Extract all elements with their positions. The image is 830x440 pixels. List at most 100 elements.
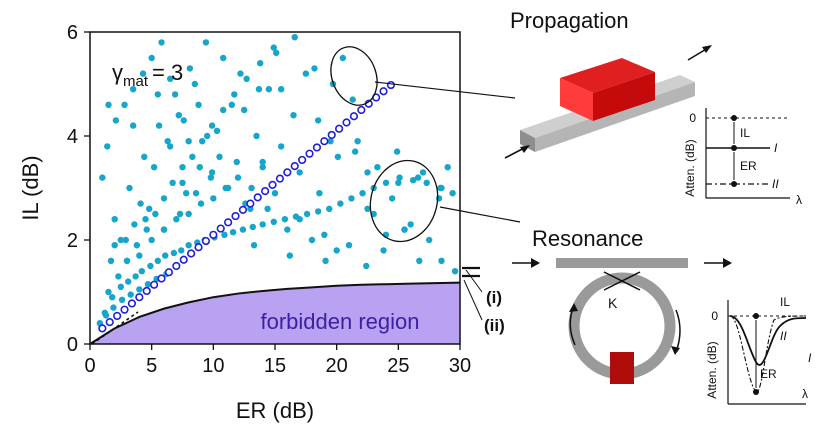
scatter-point-filled	[139, 70, 147, 77]
scatter-point-filled	[349, 96, 356, 103]
scatter-point-filled	[142, 216, 149, 223]
scatter-point-filled	[233, 158, 240, 166]
scatter-point-filled	[270, 44, 277, 51]
scatter-point-filled	[136, 286, 143, 293]
scatter-point-filled	[138, 268, 145, 275]
scatter-point-filled	[144, 281, 152, 288]
scatter-point-filled	[166, 143, 174, 150]
scatter-point-filled	[126, 184, 133, 192]
scatter-point-open	[142, 286, 151, 296]
scatter-point-filled	[348, 195, 355, 202]
scatter-point-open	[105, 318, 114, 327]
resonance-attenuation-diagram: 0 IL ER I II Atten. (dB) λ	[705, 295, 812, 405]
scatter-point-filled	[199, 138, 206, 145]
scatter-point-filled	[296, 169, 303, 176]
scatter-point-filled	[189, 153, 196, 160]
scatter-point-filled	[334, 153, 342, 160]
scatter-point-filled	[401, 226, 408, 233]
scatter-point-filled	[107, 257, 115, 264]
scatter-point-filled	[257, 60, 264, 67]
scatter-point-open	[342, 118, 351, 127]
scatter-point-filled	[109, 294, 116, 301]
scatter-point-filled	[148, 54, 155, 62]
scatter-point-filled	[222, 184, 229, 192]
gamma-value: = 3	[152, 60, 183, 85]
scatter-point-open	[275, 174, 285, 183]
scatter-point-filled	[286, 252, 293, 259]
scatter-point-filled	[143, 226, 150, 233]
scatter-point-filled	[250, 242, 258, 249]
gamma-annotation: γmat= 3	[112, 60, 183, 90]
scatter-point-filled	[141, 153, 148, 160]
prop-er-label: ER	[740, 159, 757, 173]
scatter-point-filled	[154, 91, 162, 98]
scatter-point-filled	[302, 70, 310, 77]
scatter-point-filled	[183, 190, 190, 197]
scatter-point-filled	[259, 158, 266, 166]
scatter-point-filled	[409, 177, 417, 184]
scatter-point-open	[298, 155, 307, 165]
scatter-point-filled	[321, 231, 328, 238]
scatter-point-filled	[425, 236, 433, 244]
coupling-cross-2	[603, 271, 641, 291]
scatter-point-filled	[407, 221, 414, 228]
scatter-point-filled	[121, 101, 128, 109]
resonance-title: Resonance	[532, 226, 643, 251]
scatter-point-filled	[123, 257, 131, 264]
marker-ii-leader	[463, 279, 483, 321]
scatter-point-open	[201, 236, 211, 246]
marker-i-leader	[465, 269, 483, 293]
scatter-point-open	[238, 205, 248, 214]
scatter-point-filled	[414, 174, 422, 181]
scatter-point-filled	[152, 210, 159, 218]
scatter-point-filled	[213, 127, 221, 134]
scatter-point-filled	[435, 195, 443, 202]
scatter-point-filled	[132, 273, 139, 280]
resonance-callout	[439, 206, 521, 223]
x-tick-label: 5	[146, 355, 157, 377]
scatter-point-filled	[179, 179, 186, 186]
propagation-ellipse	[330, 46, 378, 106]
output-arrowhead-prop	[702, 45, 712, 53]
gamma-symbol: γ	[112, 60, 123, 85]
x-tick-label: 15	[264, 355, 286, 377]
scatter-point-open	[135, 293, 144, 302]
scatter-point-filled	[104, 143, 111, 150]
scatter-point-filled	[311, 65, 318, 72]
scatter-point-filled	[264, 205, 271, 212]
scatter-point-open	[216, 224, 225, 233]
scatter-point-filled	[255, 86, 263, 93]
scatter-point-filled	[150, 164, 158, 171]
scatter-point-open	[120, 305, 129, 314]
scatter-point-filled	[173, 216, 180, 223]
scatter-point-filled	[374, 164, 381, 171]
scatter-point-filled	[112, 117, 120, 124]
resonance-ellipse	[369, 159, 439, 243]
prop-lambda-label: λ	[796, 193, 802, 207]
scatter-point-filled	[160, 195, 168, 202]
scatter-point-open	[98, 324, 107, 333]
scatter-point-filled	[265, 86, 273, 93]
scatter-point-filled	[363, 262, 370, 270]
scatter-point-filled	[192, 190, 200, 197]
prop-atten-axis-label: Atten. (dB)	[683, 139, 697, 196]
scatter-point-filled	[354, 138, 361, 145]
prop-il-label: IL	[740, 126, 750, 140]
scatter-point-filled	[249, 223, 256, 231]
resonance-panel: Resonance K 0 IL ER I II Att	[512, 226, 812, 405]
scatter-point-filled	[216, 153, 223, 160]
scatter-point-filled	[395, 179, 402, 186]
scatter-point-filled	[382, 179, 390, 186]
scatter-point-filled	[117, 236, 125, 244]
scatter-point-filled	[253, 132, 260, 140]
scatter-point-filled	[118, 296, 126, 303]
scatter-point-filled	[180, 117, 187, 124]
scatter-point-open	[305, 149, 314, 158]
scatter-point-filled	[228, 101, 236, 109]
scatter-point-open	[231, 211, 240, 221]
scatter-point-filled	[111, 216, 118, 223]
scatter-point-filled	[231, 91, 238, 98]
x-tick-label: 10	[202, 355, 224, 377]
